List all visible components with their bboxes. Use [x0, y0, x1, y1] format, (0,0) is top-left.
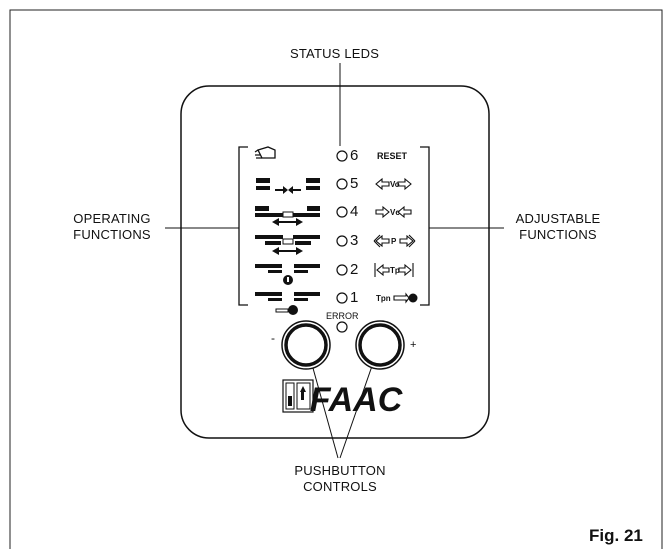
key-icon — [255, 292, 320, 315]
arrow-left-icon — [397, 205, 412, 219]
led-3 — [336, 235, 348, 247]
faac-logo-text: FAAC — [310, 381, 403, 419]
left-bracket — [238, 146, 248, 306]
tpn-label: Tpn — [376, 294, 391, 303]
led-number-6: 6 — [350, 147, 359, 164]
led-6 — [336, 150, 348, 162]
hand-icon — [254, 146, 276, 159]
minus-button[interactable] — [281, 320, 331, 370]
led-2 — [336, 264, 348, 276]
led-5 — [336, 178, 348, 190]
key-dot-icon — [408, 293, 418, 303]
arrow-right-icon — [375, 205, 390, 219]
double-arrow-right-icon — [399, 234, 416, 248]
vo-label: Vo — [390, 180, 400, 189]
operating-functions-line-2: FUNCTIONS — [73, 227, 151, 242]
minus-label: - — [271, 331, 276, 345]
gate-half-icon — [255, 206, 320, 226]
led-number-4: 4 — [350, 203, 359, 220]
reset-label: RESET — [377, 151, 408, 161]
status-leds-label: STATUS LEDS — [290, 46, 380, 61]
figure-caption: Fig. 21 — [589, 526, 643, 545]
adjustable-functions-label: ADJUSTABLE FUNCTIONS — [506, 211, 610, 243]
pushbutton-controls-line-1: PUSHBUTTON — [294, 463, 386, 478]
gate-step-icon — [255, 235, 320, 255]
led-1 — [336, 292, 348, 304]
bar-arrow-right-icon — [398, 263, 414, 277]
vc-label: Vc — [390, 208, 400, 217]
figure-frame — [9, 9, 663, 549]
arrow-left-icon — [375, 177, 390, 191]
key-arrow-icon — [393, 292, 410, 304]
pushbutton-controls-line-2: CONTROLS — [303, 479, 377, 494]
adjustable-functions-line-1: ADJUSTABLE — [515, 211, 601, 226]
tp-label: Tp — [390, 266, 400, 275]
error-label: ERROR — [326, 311, 359, 321]
operating-functions-label: OPERATING FUNCTIONS — [62, 211, 162, 243]
pushbutton-controls-label: PUSHBUTTON CONTROLS — [286, 463, 394, 495]
double-arrow-left-icon — [373, 234, 390, 248]
right-bracket — [420, 146, 430, 306]
arrow-right-icon — [397, 177, 412, 191]
operating-functions-line-1: OPERATING — [73, 211, 151, 226]
led-number-5: 5 — [350, 175, 359, 192]
bar-arrow-left-icon — [374, 263, 390, 277]
led-4 — [336, 206, 348, 218]
plus-button[interactable] — [355, 320, 405, 370]
led-number-1: 1 — [350, 289, 359, 306]
gate-safety-icon — [255, 264, 320, 285]
p-label: P — [391, 237, 397, 246]
adjustable-functions-line-2: FUNCTIONS — [519, 227, 597, 242]
led-error — [336, 321, 348, 333]
plus-label: + — [410, 339, 417, 351]
gate-open-icon — [256, 178, 320, 194]
control-panel — [180, 85, 490, 439]
led-number-2: 2 — [350, 261, 359, 278]
led-number-3: 3 — [350, 232, 359, 249]
faac-logo-icon — [282, 379, 314, 413]
